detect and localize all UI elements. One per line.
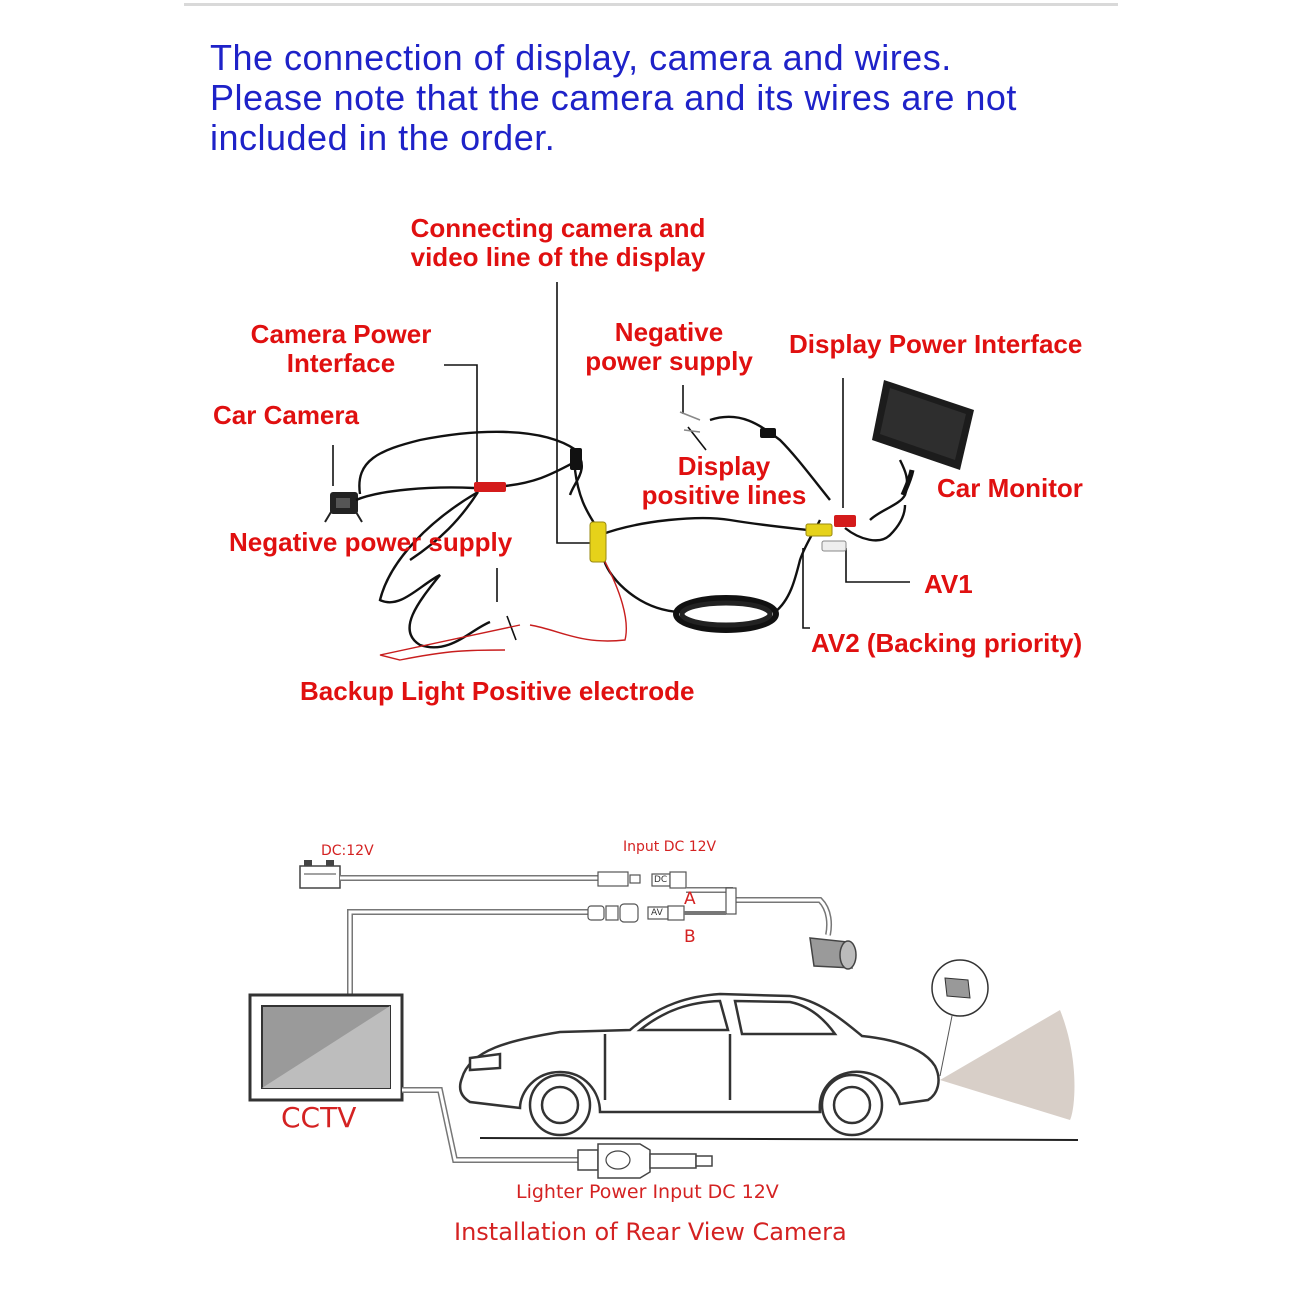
- wire-monitor-av: [844, 504, 907, 542]
- installation-diagram-graphics: [248, 860, 1079, 1179]
- white-plug-av1: [821, 540, 847, 552]
- wire-negative-display: [709, 415, 831, 501]
- car-graphic: [458, 992, 940, 1137]
- wire-camera-to-junction: [358, 430, 583, 496]
- stripped-wire-ends: [679, 411, 701, 433]
- cable-coil-graphic: [673, 595, 779, 633]
- page-heading: The connection of display, camera and wi…: [210, 38, 1210, 158]
- label-av2: AV2 (Backing priority): [811, 628, 1083, 658]
- label-display-positive: Display positive lines: [634, 452, 814, 510]
- wire-monitor-cable: [869, 459, 909, 521]
- black-plug-negative: [760, 428, 776, 438]
- label-display-power: Display Power Interface: [789, 329, 1083, 359]
- wire-backup-red-2: [379, 624, 521, 661]
- label-negative-power-top: Negative power supply: [578, 318, 760, 376]
- label-backup-light: Backup Light Positive electrode: [300, 676, 695, 706]
- leader-av1: [845, 548, 910, 583]
- red-wires: [379, 559, 627, 661]
- label-camera-power-line1: Camera Power: [250, 319, 432, 349]
- wire-video-to-coil: [602, 559, 681, 614]
- heading-line-1: The connection of display, camera and wi…: [210, 37, 952, 78]
- label-cctv: CCTV: [281, 1101, 357, 1134]
- label-negative-power-top-line2: power supply: [585, 346, 753, 376]
- leader-camera-power: [444, 364, 478, 486]
- cctv-monitor-graphic: [248, 993, 404, 1102]
- car-monitor-graphic: [872, 380, 974, 496]
- leader-backup-light: [506, 615, 517, 641]
- wire-camera-power: [355, 486, 475, 502]
- leader-av2: [802, 548, 810, 629]
- red-plug-display-power: [834, 515, 856, 527]
- label-lighter-power: Lighter Power Input DC 12V: [516, 1181, 779, 1203]
- junction-block: [570, 448, 582, 470]
- leader-connecting-camera: [556, 282, 596, 544]
- label-av-tag: AV: [651, 908, 663, 918]
- red-plug-camera-power: [474, 482, 506, 492]
- car-camera-graphic: [324, 492, 363, 523]
- wire-video-to-av: [599, 516, 809, 537]
- label-input-dc: Input DC 12V: [623, 839, 717, 855]
- label-camera-power: Camera Power Interface: [238, 320, 444, 378]
- label-connecting-camera-line2: video line of the display: [410, 242, 706, 272]
- plugs: [474, 428, 856, 563]
- label-port-b: B: [684, 927, 696, 947]
- yellow-plug-video: [589, 521, 607, 563]
- leader-lines: [332, 282, 910, 641]
- yellow-plug-av2: [805, 523, 833, 537]
- battery-graphic: [299, 860, 341, 889]
- label-av1: AV1: [924, 569, 973, 599]
- label-dc-tag: DC: [654, 875, 668, 885]
- label-negative-power-bottom: Negative power supply: [229, 527, 513, 557]
- ground-line: [479, 1137, 1079, 1141]
- label-installation-caption: Installation of Rear View Camera: [454, 1218, 847, 1246]
- heading-line-3: included in the order.: [210, 117, 556, 158]
- rear-camera-graphic: [809, 937, 857, 970]
- top-divider: [184, 3, 1118, 6]
- label-negative-power-top-line1: Negative: [614, 317, 724, 347]
- label-connecting-camera-line1: Connecting camera and: [410, 213, 706, 243]
- lighter-plug-graphic: [577, 1143, 713, 1179]
- label-display-positive-line1: Display: [677, 451, 771, 481]
- wire-negative-loop: [378, 490, 491, 649]
- label-display-positive-line2: positive lines: [641, 480, 807, 510]
- label-connecting-camera: Connecting camera and video line of the …: [396, 214, 720, 272]
- label-car-monitor: Car Monitor: [937, 473, 1083, 503]
- heading-line-2: Please note that the camera and its wire…: [210, 77, 1017, 118]
- wire-power-to-junction: [504, 460, 576, 488]
- label-dc12v: DC:12V: [321, 843, 374, 859]
- wire-backup-red: [529, 559, 627, 642]
- wire-negative-stub: [409, 491, 480, 561]
- label-camera-power-line2: Interface: [286, 348, 396, 378]
- camera-view-cone: [931, 959, 1075, 1120]
- label-car-camera: Car Camera: [213, 400, 359, 430]
- label-port-a: A: [684, 889, 696, 909]
